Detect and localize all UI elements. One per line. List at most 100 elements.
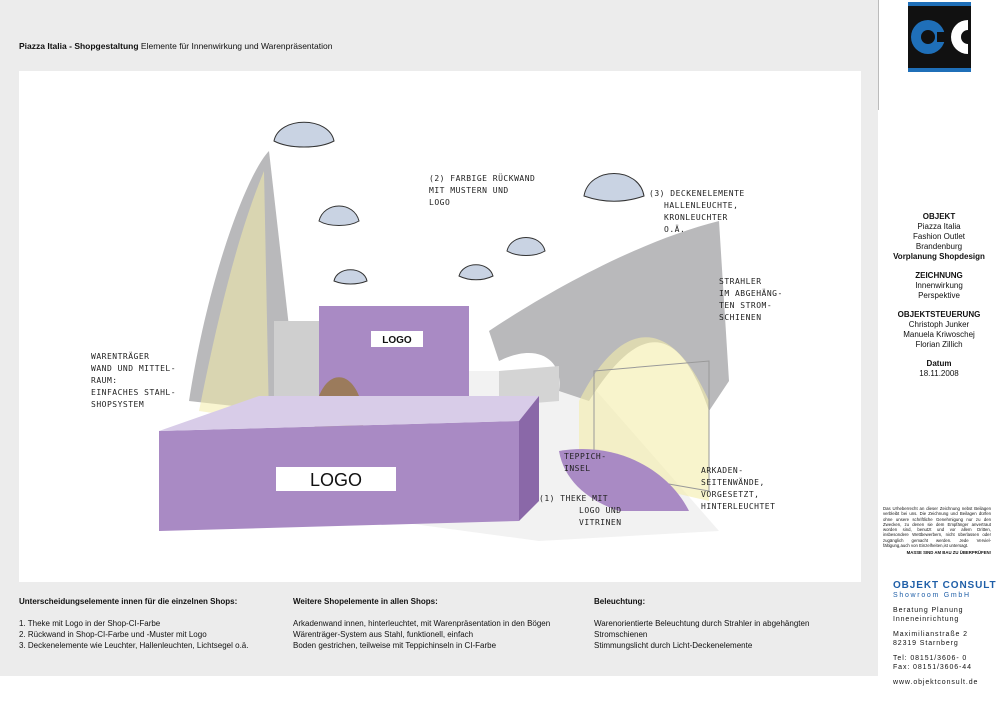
column-line: Boden gestrichen, teilweise mit Teppichi… [293,641,497,650]
note-arkaden-1: ARKADEN- [701,466,744,475]
company-fax: Fax: 08151/3606-44 [893,664,972,671]
steuerung-person: Manuela Kriwoschej [903,330,975,339]
note-rueckwand-2: MIT MUSTERN UND [429,186,509,195]
note-rueckwand-3: LOGO [429,198,450,207]
project-name: Piazza Italia [19,41,67,51]
note-theke-3: VITRINEN [579,518,622,527]
note-strahler-3: TEN STROM- [719,301,772,310]
counter-logo-box [276,467,396,491]
column-line: Wärenträger-System aus Stahl, funktionel… [293,630,474,639]
sketch-svg: LOGO LOGO (2) FARBIGE RÜCKWAND [91,121,783,541]
objekt-label: OBJEKT [922,212,956,221]
section-name: Shopgestaltung [74,41,139,51]
datum-block: Datum 18.11.2008 [883,359,995,379]
company-name: OBJEKT CONSULT [893,580,997,591]
lamp-3 [333,269,368,285]
datum-value: 18.11.2008 [919,369,959,378]
column-line: Stimmungslicht durch Licht-Deckenelement… [594,641,753,650]
column-line: 1. Theke mit Logo in der Shop-CI-Farbe [19,619,161,628]
note-strahler-1: STRAHLER [719,277,762,286]
objekt-phase: Vorplanung Shopdesign [893,252,985,261]
company-address: OBJEKT CONSULT Showroom GmbH Beratung Pl… [893,580,997,687]
column-beleuchtung: Beleuchtung: Warenorientierte Beleuchtun… [594,596,809,651]
column-line: 2. Rückwand in Shop-CI-Farbe und -Muster… [19,630,207,639]
lamp-1 [273,121,335,148]
company-logo [908,2,971,72]
company-subtitle: Showroom GmbH [893,592,971,599]
lamps [273,121,645,285]
note-waren-2: WAND UND MITTEL- [91,364,176,373]
column-line: Warenorientierte Beleuchtung durch Strah… [594,619,810,628]
counter-logo: LOGO [310,470,362,490]
sheet-heading: Piazza Italia - Shopgestaltung Elemente … [19,41,332,51]
note-arkaden-2: SEITENWÄNDE, [701,477,765,487]
steuerung-person: Florian Zillich [915,340,963,349]
note-rueckwand-1: (2) FARBIGE RÜCKWAND [429,173,535,183]
company-website[interactable]: www.objektconsult.de [893,679,979,686]
objekt-line: Piazza Italia [917,222,961,231]
note-waren-1: WARENTRÄGER [91,351,149,361]
objekt-line: Fashion Outlet [912,232,966,241]
note-teppich-1: TEPPICH- [564,452,607,461]
note-decke-3: KRONLEUCHTER [664,213,728,222]
left-arcade-glow [199,171,269,421]
steuerung-label: OBJEKTSTEUERUNG [897,310,981,319]
lamp-4 [458,264,494,281]
copyright-text: Das Urheberrecht an dieser Zeichnung neb… [883,506,991,549]
column-line: 3. Deckenelemente wie Leuchter, Hallenle… [19,641,249,650]
column-heading: Weitere Shopelemente in allen Shops: [293,597,438,606]
company-phone: Tel: 08151/3606- 0 [893,655,968,662]
heading-separator: - [69,41,72,51]
perspective-sketch: LOGO LOGO (2) FARBIGE RÜCKWAND [19,71,861,582]
copyright-notice: Das Urheberrecht an dieser Zeichnung neb… [883,506,991,556]
note-arkaden-3: VORGESETZT, [701,490,759,499]
company-street: Maximilianstraße 2 [893,631,968,638]
steuerung-block: OBJEKTSTEUERUNG Christoph Junker Manuela… [883,310,995,350]
measure-warning: MASSE SIND AM BAU ZU ÜBERPRÜFEN! [906,550,991,556]
column-unterscheidung: Unterscheidungselemente innen für die ei… [19,596,248,651]
company-service: Beratung Planung [893,607,964,614]
company-city: 82319 Starnberg [893,640,959,647]
sketch-notes: (2) FARBIGE RÜCKWAND MIT MUSTERN UND LOG… [91,173,783,527]
right-shelf [593,360,710,492]
note-waren-3: RAUM: [91,376,118,385]
lamp-5 [506,237,546,256]
column-line: Stromschienen [594,630,648,639]
note-decke-4: O.Ä. [664,224,685,234]
zeichnung-line: Perspektive [918,291,960,300]
title-block: OBJEKT Piazza Italia Fashion Outlet Bran… [883,212,995,388]
note-theke-1: (1) THEKE MIT [539,494,608,503]
objekt-line: Brandenburg [915,242,963,251]
objekt-block: OBJEKT Piazza Italia Fashion Outlet Bran… [883,212,995,262]
note-waren-4: EINFACHES STAHL- [91,388,176,397]
right-arcade-wall [489,221,729,411]
note-decke-2: HALLENLEUCHTE, [664,201,738,210]
note-decke-1: (3) DECKENELEMENTE [649,189,745,198]
note-strahler-4: SCHIENEN [719,313,762,322]
back-wall-logo: LOGO [382,335,412,346]
counter-top [159,396,539,431]
note-theke-2: LOGO UND [579,506,622,515]
column-heading: Beleuchtung: [594,597,646,606]
note-strahler-2: IM ABGEHÄNG- [719,288,783,298]
note-arkaden-4: HINTERLEUCHTET [701,502,775,511]
zeichnung-block: ZEICHNUNG Innenwirkung Perspektive [883,271,995,301]
zeichnung-label: ZEICHNUNG [915,271,963,280]
column-heading: Unterscheidungselemente innen für die ei… [19,597,238,606]
datum-label: Datum [926,359,952,368]
carpet-island [559,449,689,511]
note-teppich-2: INSEL [564,464,591,473]
left-shelf [274,321,319,411]
heading-description: Elemente für Innenwirkung und Warenpräse… [140,41,333,51]
counter-side [519,396,539,521]
note-waren-5: SHOPSYSTEM [91,400,144,409]
lamp-6 [583,173,645,202]
steuerung-person: Christoph Junker [908,320,970,329]
column-line: Arkadenwand innen, hinterleuchtet, mit W… [293,619,551,628]
panel-divider [878,0,879,110]
company-service: Inneneinrichtung [893,616,960,623]
zeichnung-line: Innenwirkung [915,281,963,290]
back-wall-logo-box [371,331,423,347]
column-weitere: Weitere Shopelemente in allen Shops: Ark… [293,596,550,651]
